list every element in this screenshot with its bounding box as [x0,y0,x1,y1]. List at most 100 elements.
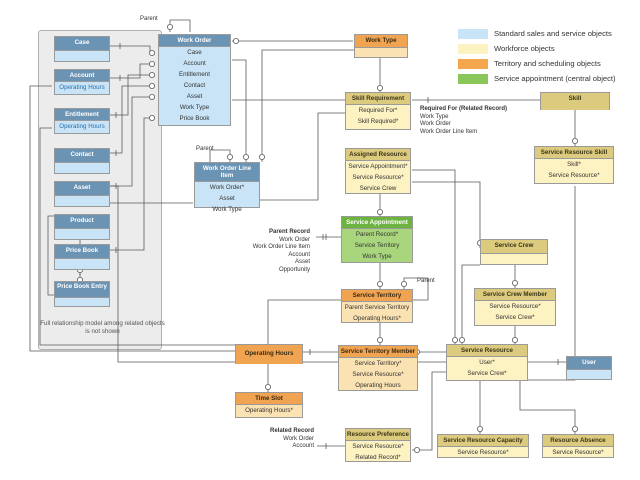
srskill-to-resource-line [528,186,576,381]
entity-title: Assigned Resource [346,149,410,161]
parent-record-item: Work Order Line Item [252,244,310,250]
entity-title: Work Type [355,35,407,48]
parent-record-title: Parent Record [268,229,310,235]
entity-service-crew-member[interactable]: Service Crew Member Service Resource* Se… [474,288,556,326]
entity-title: Case [55,37,109,51]
entity-work-order[interactable]: Work Order Case Account Entitlement Cont… [158,34,231,126]
entity-field: Work Type [362,253,392,260]
entity-title: Work Order Line Item [195,163,259,182]
entity-title: User [567,357,611,370]
entity-service-resource[interactable]: Service Resource User* Service Crew* [446,344,528,381]
parent-record-item: Account [288,251,310,258]
entity-field: Parent Service Territory [344,304,410,311]
entity-field: Asset [219,195,235,202]
entity-skill[interactable]: Skill [540,92,610,110]
entity-service-crew[interactable]: Service Crew [480,239,548,265]
entity-field: Service Territory* [354,360,402,367]
entity-field: Service Resource* [352,174,404,181]
entity-account[interactable]: Account Operating Hours [54,69,110,95]
entity-price-book[interactable]: Price Book [54,244,110,270]
entity-operating-hours[interactable]: Operating Hours [235,344,303,364]
legend-swatch [458,44,488,54]
required-for-title: Required For (Related Record) [420,106,508,112]
entity-field: Work Order* [209,184,245,191]
entity-service-appointment[interactable]: Service Appointment Parent Record* Servi… [341,216,413,263]
entity-title: Account [55,70,109,82]
entity-field: Contact [183,82,206,89]
entity-title: Service Resource Skill [535,147,613,159]
entity-field: Case [187,49,202,56]
entity-time-slot[interactable]: Time Slot Operating Hours* [235,392,303,418]
entity-service-resource-capacity[interactable]: Service Resource Capacity Service Resour… [437,434,529,458]
entity-field: Service Resource* [352,371,404,378]
related-record-item: Account [292,443,314,449]
entity-field: Related Record* [355,454,401,461]
entity-price-book-entry[interactable]: Price Book Entry [54,281,110,307]
entity-title: Price Book Entry [55,282,109,298]
legend-label: Territory and scheduling objects [494,59,601,68]
entity-field: Price Book [179,115,210,122]
entity-field: Operating Hours* [353,315,401,322]
parent-label: Parent [140,16,158,22]
entity-field: Service Crew* [495,314,535,321]
required-for-annotation: Required For (Related Record) Work Type … [420,106,507,136]
entity-user[interactable]: User [566,356,612,380]
entity-product[interactable]: Product [54,214,110,240]
entity-asset[interactable]: Asset [54,181,110,207]
entity-field: Operating Hours [355,382,401,389]
contact-to-workorder-line [110,85,155,154]
entity-service-resource-skill[interactable]: Service Resource Skill Skill* Service Re… [534,146,614,184]
entity-field: Work Type [179,104,210,111]
entity-title: Service Territory Member [339,346,417,358]
entity-title: Asset [55,182,109,196]
entity-title: Resource Absence [543,435,613,447]
entity-skill-requirement[interactable]: Skill Requirement Required For* Skill Re… [345,92,411,130]
entity-title: Service Territory [342,290,412,302]
required-for-item: Work Type [420,113,449,120]
entity-field: Entitlement [179,71,210,78]
entity-title: Service Resource Capacity [438,435,528,447]
legend-label: Service appointment (central object) [494,74,616,83]
entity-field: Operating Hours [59,84,105,91]
entity-field: Service Resource* [352,443,404,450]
legend-swatch [458,59,488,69]
assigned-to-resource-line [412,169,456,345]
legend-swatch [458,29,488,39]
parent-record-item: Work Order [279,236,310,243]
required-for-item: Work Order [420,121,451,127]
workorder-parent-loop [169,19,191,32]
entity-service-territory-member[interactable]: Service Territory Member Service Territo… [338,345,418,391]
entity-service-territory[interactable]: Service Territory Parent Service Territo… [341,289,413,323]
entitlement-to-workorder-line [110,74,155,116]
entity-entitlement[interactable]: Entitlement Operating Hours [54,108,110,134]
entity-title: Skill Requirement [346,93,410,105]
entitlement-opshours-line [39,127,235,346]
entity-title: Skill [541,93,609,110]
entity-assigned-resource[interactable]: Assigned Resource Service Appointment* S… [345,148,411,194]
entity-title: Price Book [55,245,109,259]
entity-field: Skill* [567,161,581,168]
entity-field: Work Type [212,206,242,213]
entity-field: Parent Record* [355,231,399,238]
entity-title: Operating Hours [236,345,302,364]
entity-resource-preference[interactable]: Resource Preference Service Resource* Re… [345,428,411,462]
entity-field: Service Crew* [467,370,507,377]
parent-record-item: Asset [294,259,310,265]
entity-resource-absence[interactable]: Resource Absence Service Resource* [542,434,614,458]
legend-label: Standard sales and service objects [494,29,612,38]
entity-title: Service Resource [447,345,527,357]
workorder-to-woli-line [232,59,247,162]
entity-case[interactable]: Case [54,36,110,62]
related-record-annotation: Related Record Work Order Account [250,428,314,451]
case-to-workorder-line [110,45,151,52]
entity-title: Resource Preference [346,429,410,441]
territory-to-operatinghours-line [267,299,345,345]
entity-title: Service Crew Member [475,289,555,301]
entity-work-order-line-item[interactable]: Work Order Line Item Work Order* Asset W… [194,162,260,213]
entity-contact[interactable]: Contact [54,148,110,174]
crew-to-resource-line [461,264,480,345]
pricebook-to-workorder-line [110,117,155,251]
entity-title: Contact [55,149,109,163]
entity-work-type[interactable]: Work Type [354,34,408,58]
account-to-workorder-line [110,63,155,79]
